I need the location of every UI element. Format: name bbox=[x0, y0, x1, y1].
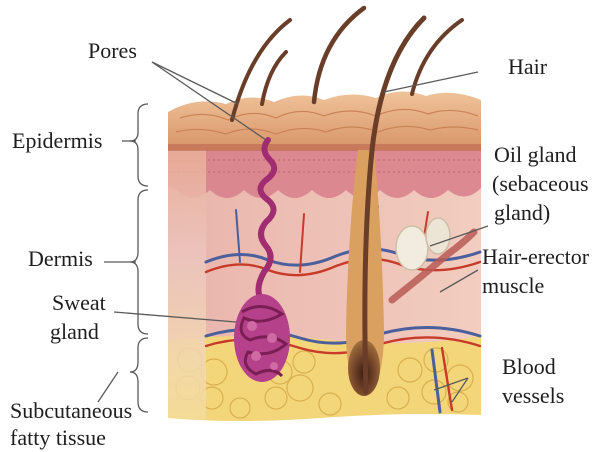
hair-erector-label-line-2: muscle bbox=[482, 271, 544, 300]
oil-gland-label-line-2: (sebaceous bbox=[492, 169, 589, 198]
subcutaneous-label-line-2: fatty tissue bbox=[10, 423, 106, 452]
epidermis-surface bbox=[168, 91, 481, 150]
oil-gland-label-line-3: gland) bbox=[494, 198, 550, 227]
subcutaneous-bracket bbox=[130, 338, 148, 412]
subcutaneous-label-line-1: Subcutaneous bbox=[10, 396, 132, 425]
dermal-papillae bbox=[168, 150, 481, 198]
hair-erector-label-line-1: Hair-erector bbox=[482, 242, 589, 271]
sweat-gland-label-line-2: gland bbox=[50, 317, 99, 346]
pores-leader-line-1 bbox=[152, 62, 238, 104]
blood-vessels-label-line-1: Blood bbox=[502, 352, 556, 381]
hair-label: Hair bbox=[508, 52, 547, 81]
epidermis-label: Epidermis bbox=[12, 126, 102, 155]
oil-gland-label-line-1: Oil gland bbox=[494, 140, 577, 169]
epidermis-bracket bbox=[130, 104, 148, 186]
dermis-label: Dermis bbox=[28, 244, 93, 273]
pores-label: Pores bbox=[88, 36, 137, 65]
sweat-gland-label-line-1: Sweat bbox=[52, 288, 106, 317]
layer-brackets bbox=[130, 104, 148, 412]
dermis-bracket bbox=[130, 190, 148, 334]
blood-vessels-label-line-2: vessels bbox=[502, 381, 564, 410]
epidermis-base bbox=[168, 144, 481, 151]
block-side-face bbox=[168, 120, 206, 420]
sweat-gland-coil bbox=[234, 294, 290, 382]
hair-leader-line bbox=[384, 72, 478, 92]
